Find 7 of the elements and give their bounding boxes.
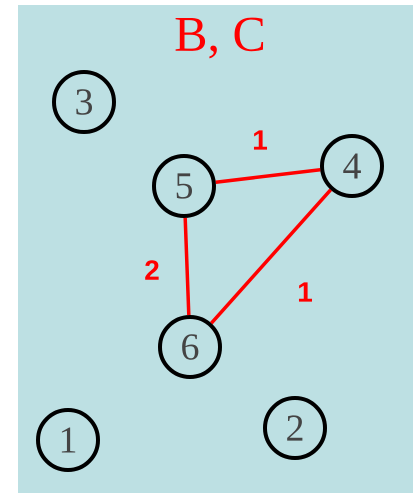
edge-line (210, 188, 332, 324)
edge-line (216, 168, 320, 184)
edge-label: 1 (254, 130, 267, 150)
edge-line (183, 218, 191, 316)
edge-label: 2 (145, 260, 159, 280)
title: B, C (176, 18, 264, 58)
edge-label: 1 (298, 282, 312, 302)
